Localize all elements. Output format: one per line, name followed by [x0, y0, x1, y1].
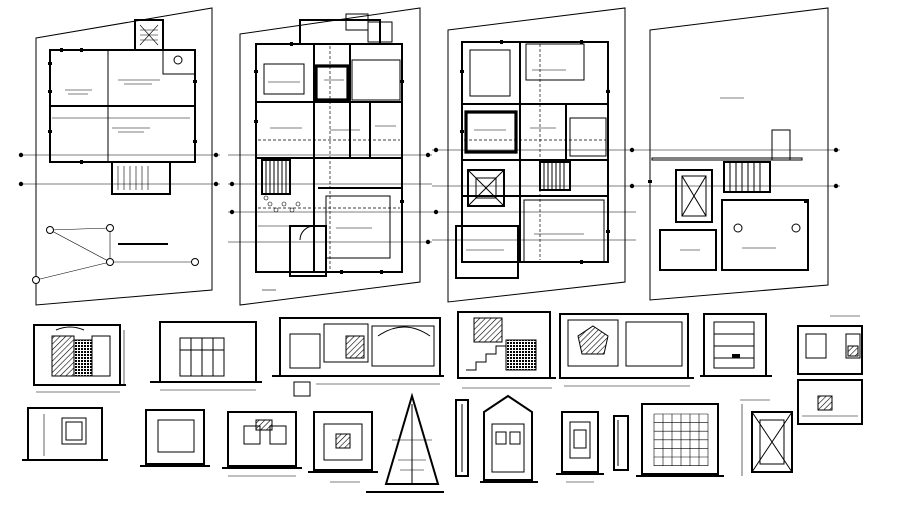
section-stair — [458, 312, 556, 388]
elevation-3 — [272, 318, 444, 396]
door-detail — [614, 416, 628, 470]
second-floor-plan — [432, 8, 636, 302]
tile-grid — [654, 414, 708, 466]
elevation-5 — [560, 314, 694, 386]
detail-3 — [222, 412, 302, 476]
gable-elevation — [480, 396, 538, 482]
detail-8 — [556, 412, 604, 482]
section-detail — [740, 400, 792, 476]
elevation-1 — [34, 325, 126, 392]
ground-floor-plan — [18, 8, 220, 305]
tile-elevation — [636, 404, 724, 476]
gable-section — [366, 396, 444, 492]
detail-1 — [22, 408, 108, 460]
first-floor-plan — [228, 8, 432, 305]
elevation-6 — [700, 314, 772, 376]
detail-row-2 — [22, 396, 792, 492]
elevation-2 — [150, 322, 262, 390]
detail-row-1 — [34, 312, 862, 424]
terrace-plan — [636, 8, 840, 300]
detail-2 — [140, 410, 210, 466]
detail-4 — [308, 412, 378, 482]
column-detail — [456, 400, 468, 476]
elevation-7 — [798, 316, 862, 424]
